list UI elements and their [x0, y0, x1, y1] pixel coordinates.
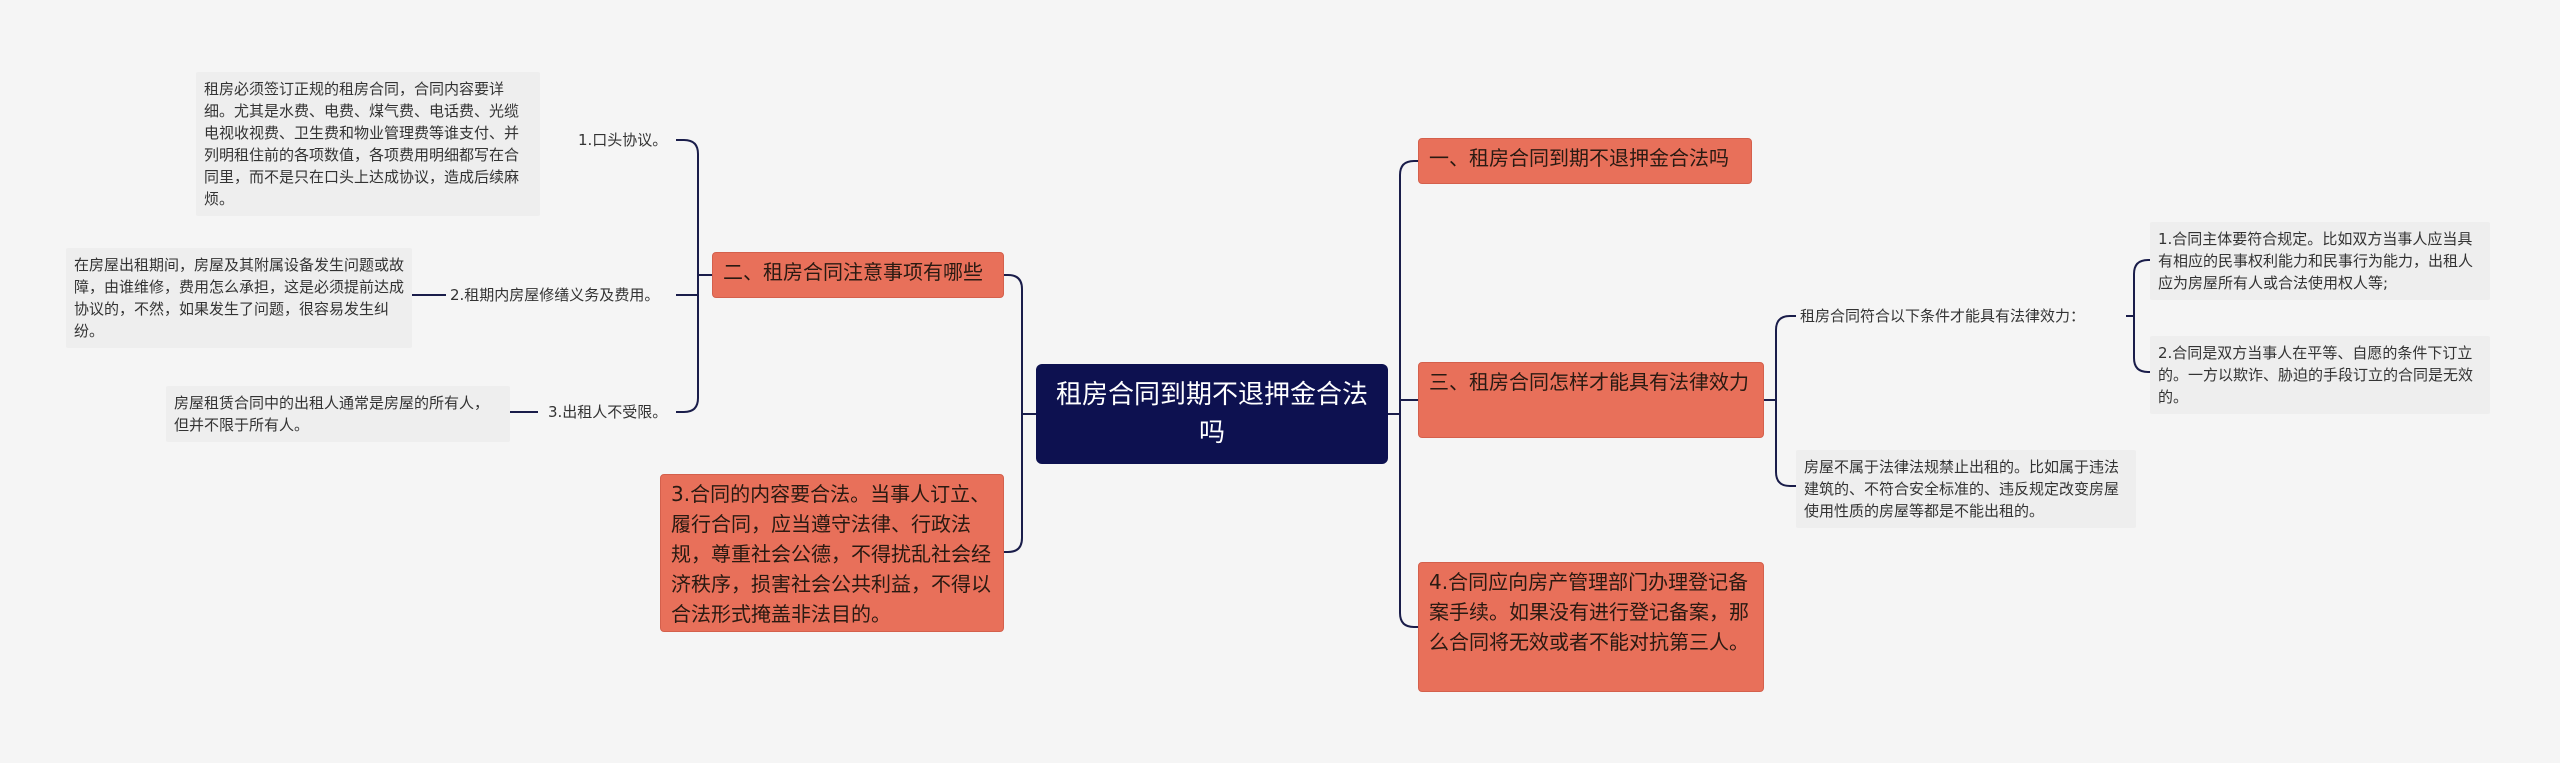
- item-3[interactable]: 3.合同的内容要合法。当事人订立、履行合同，应当遵守法律、行政法规，尊重社会公德…: [660, 474, 1004, 632]
- item-4[interactable]: 4.合同应向房产管理部门办理登记备案手续。如果没有进行登记备案，那么合同将无效或…: [1418, 562, 1764, 692]
- central-topic[interactable]: 租房合同到期不退押金合法吗: [1036, 364, 1388, 464]
- branch-2-item-1-label[interactable]: 1.口头协议。: [574, 129, 672, 151]
- branch-2-item-3-label-text: 3.出租人不受限。: [548, 403, 668, 421]
- branch-3-text: 三、租房合同怎样才能具有法律效力: [1429, 370, 1749, 394]
- branch-2-item-2-note-text: 在房屋出租期间，房屋及其附属设备发生问题或故障，由谁维修，费用怎么承担，这是必须…: [74, 256, 405, 340]
- item-3-text: 3.合同的内容要合法。当事人订立、履行合同，应当遵守法律、行政法规，尊重社会公德…: [671, 482, 991, 626]
- condition-label-text: 租房合同符合以下条件才能具有法律效力：: [1800, 307, 2086, 325]
- branch-1-text: 一、租房合同到期不退押金合法吗: [1429, 146, 1729, 170]
- branch-3-note[interactable]: 房屋不属于法律法规禁止出租的。比如属于违法建筑的、不符合安全标准的、违反规定改变…: [1796, 450, 2136, 528]
- condition-label[interactable]: 租房合同符合以下条件才能具有法律效力：: [1796, 305, 2090, 327]
- condition-1-text: 1.合同主体要符合规定。比如双方当事人应当具有相应的民事权利能力和民事行为能力，…: [2158, 230, 2474, 292]
- branch-2-item-1-note[interactable]: 租房必须签订正规的租房合同，合同内容要详细。尤其是水费、电费、煤气费、电话费、光…: [196, 72, 540, 216]
- branch-2[interactable]: 二、租房合同注意事项有哪些: [712, 252, 1004, 298]
- central-topic-text: 租房合同到期不退押金合法吗: [1055, 380, 1368, 448]
- branch-2-item-2-label[interactable]: 2.租期内房屋修缮义务及费用。: [446, 284, 664, 306]
- condition-1[interactable]: 1.合同主体要符合规定。比如双方当事人应当具有相应的民事权利能力和民事行为能力，…: [2150, 222, 2490, 300]
- branch-2-item-3-label[interactable]: 3.出租人不受限。: [544, 401, 672, 423]
- branch-2-item-1-label-text: 1.口头协议。: [578, 131, 668, 149]
- branch-1[interactable]: 一、租房合同到期不退押金合法吗: [1418, 138, 1752, 184]
- branch-2-item-2-label-text: 2.租期内房屋修缮义务及费用。: [450, 286, 660, 304]
- branch-3-note-text: 房屋不属于法律法规禁止出租的。比如属于违法建筑的、不符合安全标准的、违反规定改变…: [1804, 458, 2120, 520]
- condition-2[interactable]: 2.合同是双方当事人在平等、自愿的条件下订立的。一方以欺诈、胁迫的手段订立的合同…: [2150, 336, 2490, 414]
- branch-2-text: 二、租房合同注意事项有哪些: [723, 260, 983, 284]
- condition-2-text: 2.合同是双方当事人在平等、自愿的条件下订立的。一方以欺诈、胁迫的手段订立的合同…: [2158, 344, 2474, 406]
- branch-2-item-3-note[interactable]: 房屋租赁合同中的出租人通常是房屋的所有人，但并不限于所有人。: [166, 386, 510, 442]
- branch-2-item-3-note-text: 房屋租赁合同中的出租人通常是房屋的所有人，但并不限于所有人。: [174, 394, 490, 434]
- branch-2-item-2-note[interactable]: 在房屋出租期间，房屋及其附属设备发生问题或故障，由谁维修，费用怎么承担，这是必须…: [66, 248, 412, 348]
- item-4-text: 4.合同应向房产管理部门办理登记备案手续。如果没有进行登记备案，那么合同将无效或…: [1429, 570, 1749, 654]
- branch-3[interactable]: 三、租房合同怎样才能具有法律效力: [1418, 362, 1764, 438]
- branch-2-item-1-note-text: 租房必须签订正规的租房合同，合同内容要详细。尤其是水费、电费、煤气费、电话费、光…: [204, 80, 520, 208]
